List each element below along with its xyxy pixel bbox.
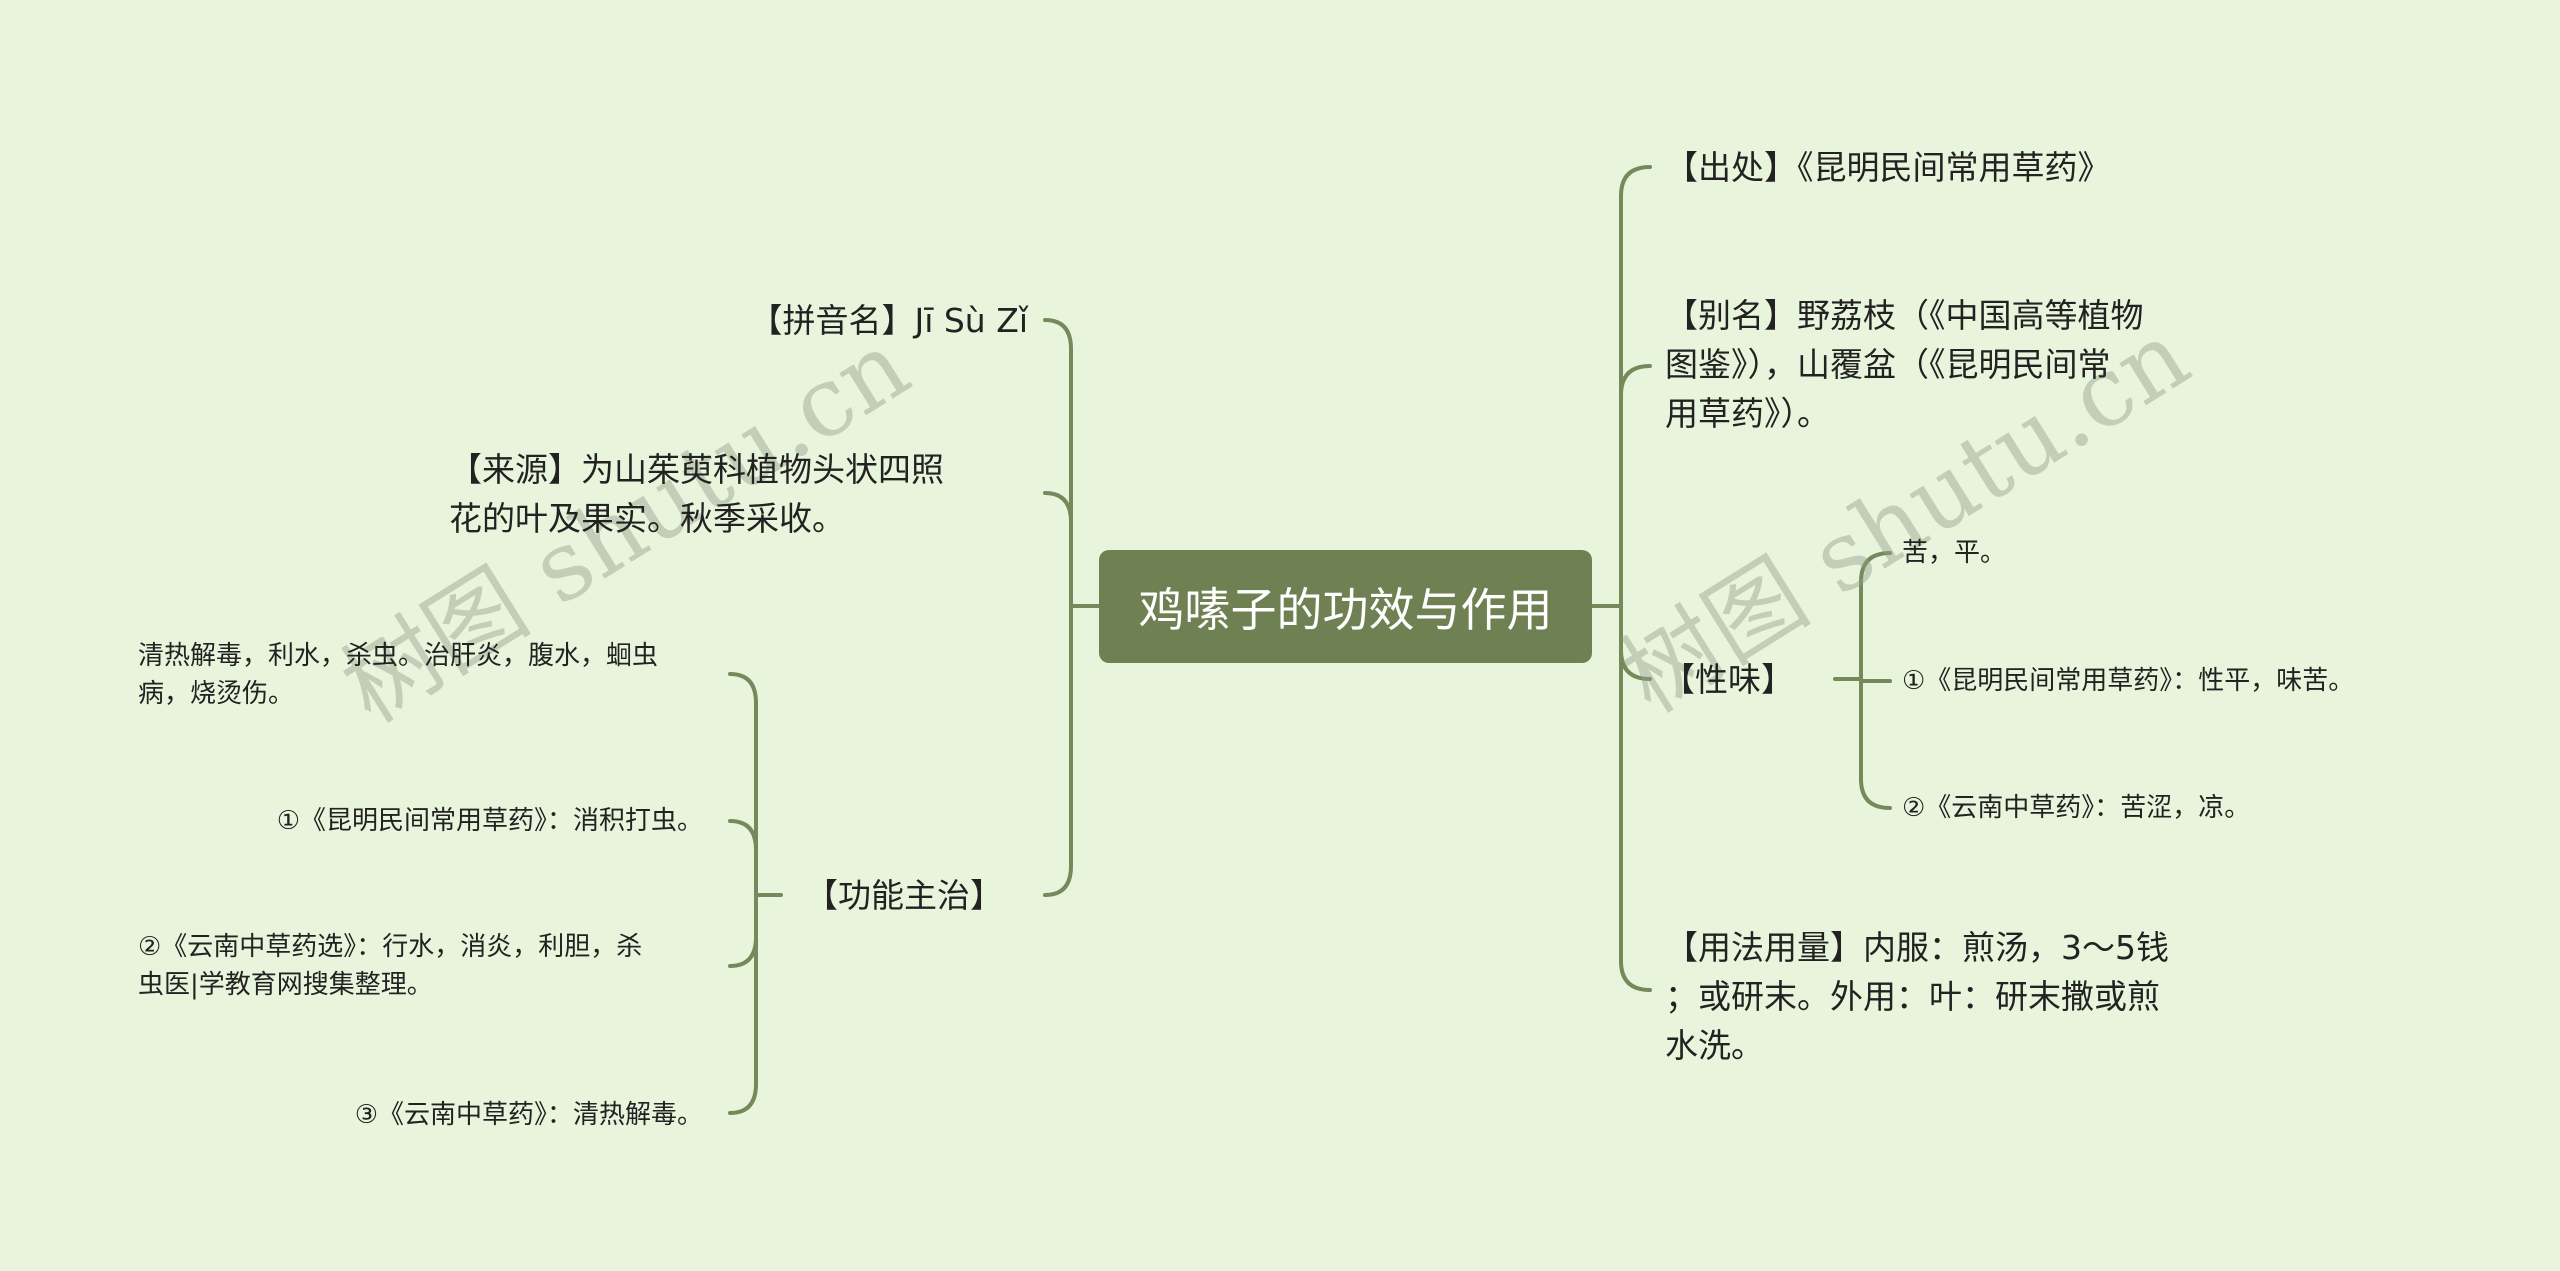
function-child[interactable]: ③《云南中草药》：清热解毒。	[354, 1100, 703, 1130]
connector-nature	[1619, 648, 1652, 681]
central-topic-label: 鸡嗉子的功效与作用	[1138, 582, 1553, 637]
function-child-line: 病，烧烫伤。	[138, 679, 295, 709]
function-child[interactable]: ①《昆明民间常用草药》：消积打虫。	[276, 806, 703, 836]
function-child-line: 清热解毒，利水，杀虫。治肝炎，腹水，蛔虫	[138, 641, 659, 671]
origin-line: 【来源】为山茱萸科植物头状四照	[449, 450, 944, 489]
topic-source[interactable]: 【出处】《昆明民间常用草药》	[1665, 148, 2111, 187]
function-child-line: ②《云南中草药选》：行水，消炎，利胆，杀	[138, 932, 643, 962]
alias-line: 用草药》）。	[1665, 394, 1830, 433]
central-topic[interactable]: 鸡嗉子的功效与作用	[1099, 550, 1592, 663]
left-trunk	[1043, 318, 1073, 897]
nature-child[interactable]: ①《昆明民间常用草药》：性平，味苦。	[1902, 666, 2355, 696]
connector-alias	[1619, 364, 1652, 397]
nature-child[interactable]: ②《云南中草药》：苦涩，凉。	[1902, 793, 2251, 823]
connector-function-child-2	[728, 819, 758, 852]
usage-line: 【用法用量】内服：煎汤，3～5钱	[1665, 928, 2169, 967]
usage-line: 水洗。	[1665, 1026, 1764, 1065]
alias-line: 【别名】野荔枝（《中国高等植物	[1665, 296, 2144, 335]
origin-line: 花的叶及果实。秋季采收。	[449, 499, 845, 538]
function-trunk	[728, 672, 758, 1115]
function-child-line: 虫医|学教育网搜集整理。	[138, 970, 433, 1000]
usage-line: ；或研末。外用：叶：研末撒或煎	[1665, 977, 2160, 1016]
connector-origin	[1043, 491, 1073, 524]
connector-function-child-3	[728, 935, 758, 968]
alias-line: 图鉴》），山覆盆（《昆明民间常	[1665, 345, 2111, 384]
topic-pinyin[interactable]: 【拼音名】Jī Sù Zǐ	[749, 301, 1028, 340]
nature-child[interactable]: 苦，平。	[1902, 538, 2007, 568]
right-trunk	[1619, 165, 1652, 992]
topic-function[interactable]: 【功能主治】	[805, 876, 1003, 915]
topic-nature[interactable]: 【性味】	[1662, 660, 1794, 699]
